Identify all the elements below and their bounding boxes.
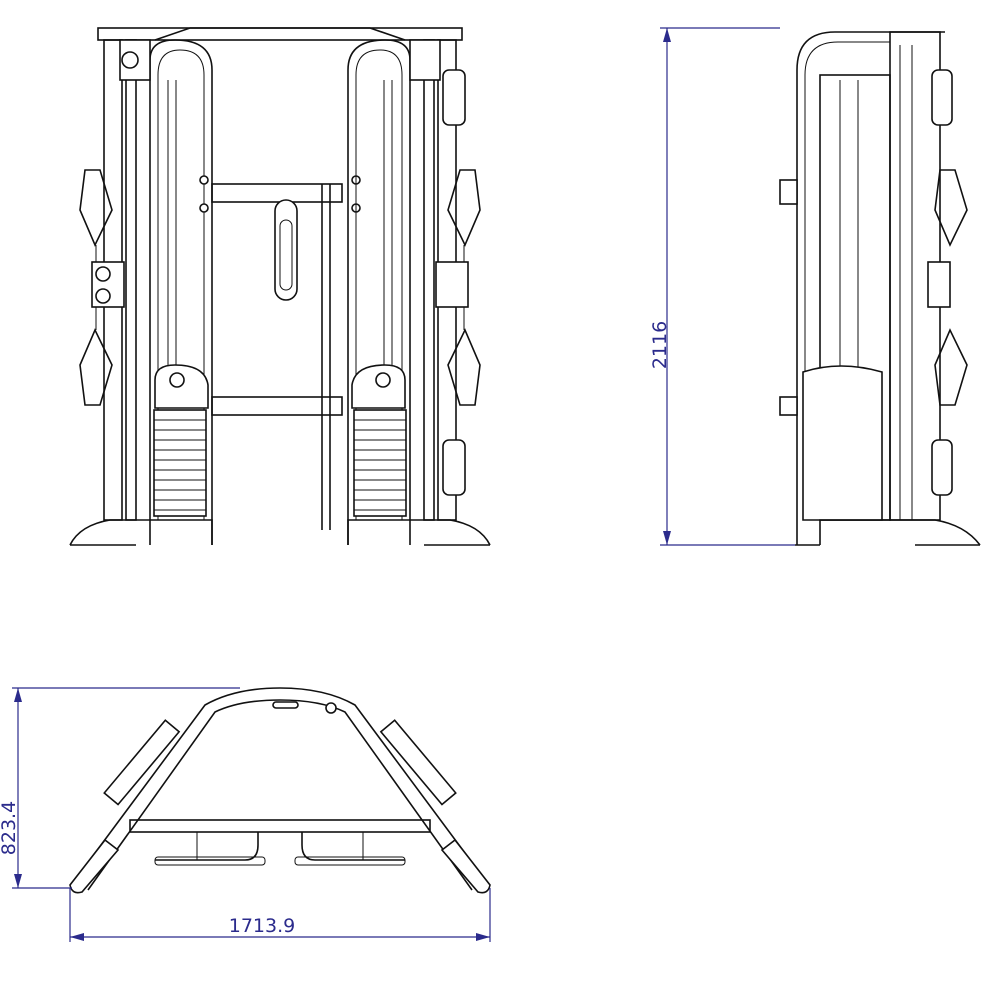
side-view bbox=[779, 31, 981, 546]
depth-dimension bbox=[12, 687, 240, 889]
top-view bbox=[69, 687, 491, 894]
width-dimension-label: 1713.9 bbox=[229, 915, 295, 937]
front-view bbox=[69, 27, 491, 546]
height-dimension bbox=[660, 27, 795, 546]
width-dimension bbox=[69, 888, 491, 942]
depth-dimension-label: 823.4 bbox=[0, 801, 20, 855]
height-dimension-label: 2116 bbox=[649, 321, 671, 369]
